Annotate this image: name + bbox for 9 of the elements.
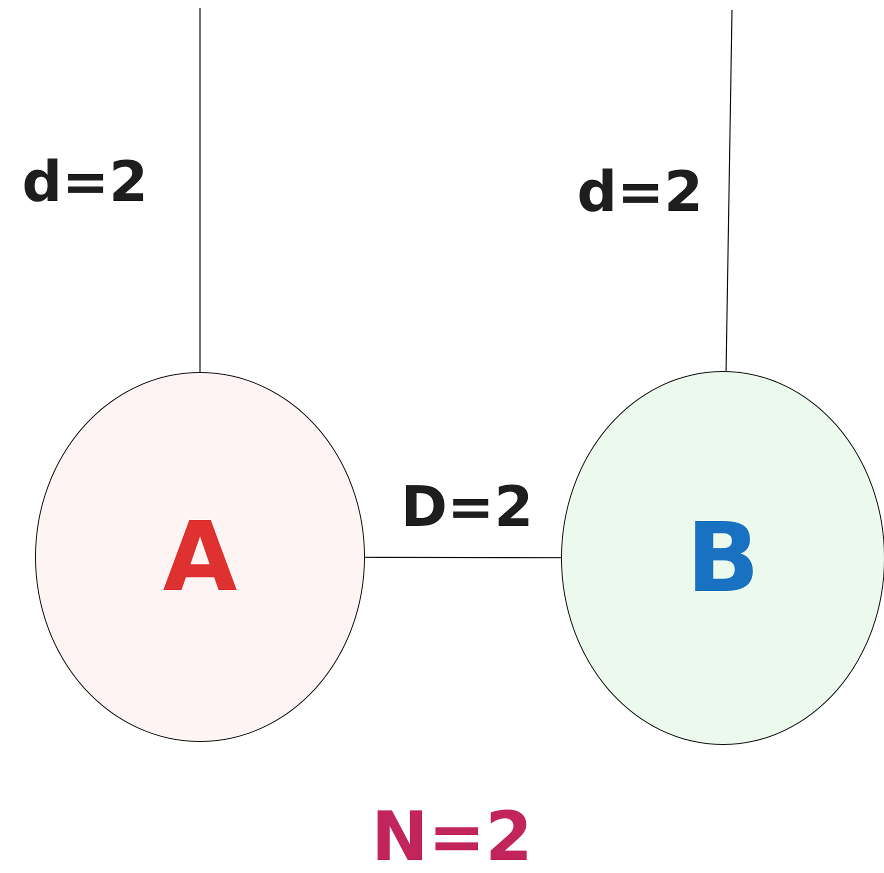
connector-line [365,556,561,558]
edge-label: d=2 [577,165,703,221]
edge-label: D=2 [400,480,534,536]
connector-line [199,8,201,372]
edge-label: d=2 [22,155,148,211]
connector-line [725,10,733,372]
text-label: N=2 [371,804,533,872]
node-label: A [162,509,238,605]
node-label: B [686,510,760,606]
